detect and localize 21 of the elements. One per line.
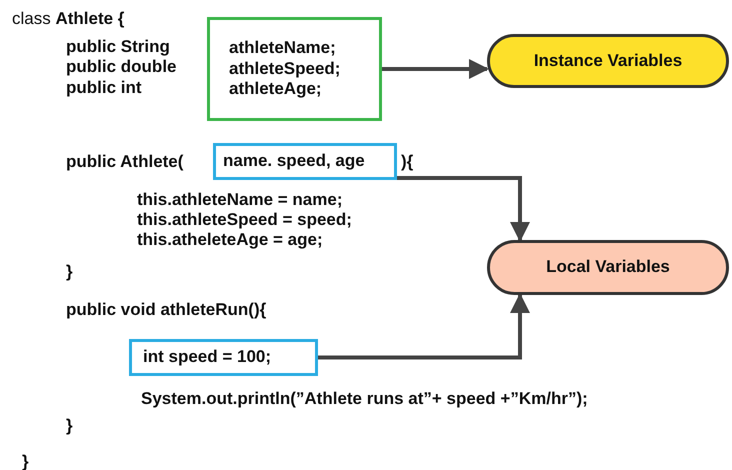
code-line: public int [66, 78, 142, 98]
arrow [382, 59, 489, 79]
highlight-box: name. speed, age [213, 143, 397, 180]
code-line: public String [66, 37, 170, 57]
code-line: } [66, 416, 73, 436]
code-line: public double [66, 57, 176, 77]
code-line: this.athleteName = name; [137, 190, 342, 210]
code-line: class Athlete { [12, 9, 124, 29]
label-pill: Instance Variables [487, 34, 729, 88]
highlight-box: athleteName; athleteSpeed; athleteAge; [207, 17, 382, 121]
arrow [318, 293, 530, 360]
code-line: this.athleteSpeed = speed; [137, 210, 352, 230]
code-line: ){ [401, 152, 414, 172]
code-line: this.atheleteAge = age; [137, 230, 323, 250]
arrow [397, 176, 530, 242]
code-line: System.out.println(”Athlete runs at”+ speed +”Km/hr”); [141, 389, 588, 409]
label-pill: Local Variables [487, 240, 729, 295]
code-line: public Athlete( [66, 152, 184, 172]
code-line: } [66, 262, 73, 282]
code-line: public void athleteRun(){ [66, 300, 266, 320]
highlight-box: int speed = 100; [129, 339, 318, 376]
